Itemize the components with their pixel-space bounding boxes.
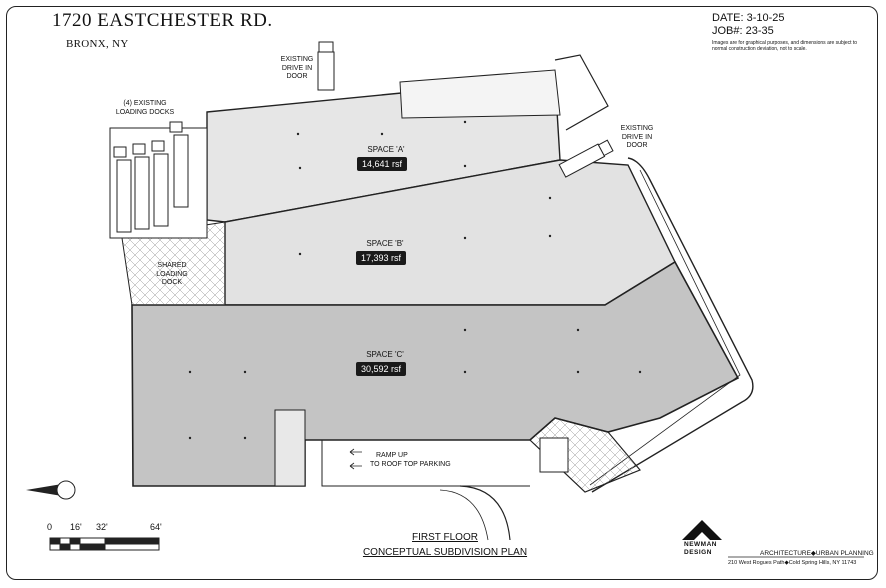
loading-docks (113, 121, 189, 233)
scale-label-16: 16' (70, 522, 82, 532)
firm-name-1: NEWMAN (684, 541, 717, 548)
ramp-curve (459, 485, 511, 541)
plan-title-line2: CONCEPTUAL SUBDIVISION PLAN (362, 547, 528, 558)
scale-label-32: 32' (96, 522, 108, 532)
scale-label-0: 0 (47, 522, 53, 532)
space-a-label: SPACE 'A' (367, 145, 405, 154)
job-number: JOB#: 23-35 (712, 25, 774, 37)
north-arrow-icon (26, 480, 76, 500)
graphic-scale (49, 537, 160, 551)
city-label: BRONX, NY (66, 38, 129, 50)
firm-address: 210 West Rogues Path◆Cold Spring Hills, … (728, 560, 857, 566)
ramp-arrows (349, 448, 362, 470)
truck-icon-1 (317, 41, 335, 91)
space-b-area-tag: 17,393 rsf (356, 251, 407, 265)
space-c-label: SPACE 'C' (366, 350, 404, 359)
space-a-area-tag: 14,641 rsf (357, 157, 408, 171)
space-b-label: SPACE 'B' (366, 239, 404, 248)
firm-tagline: ARCHITECTURE◆URBAN PLANNING (760, 550, 874, 557)
plan-title-line1: FIRST FLOOR (412, 532, 478, 543)
columns (188, 120, 642, 440)
space-a-offices (399, 69, 561, 119)
firm-logo-icon (682, 520, 722, 540)
left-core (274, 409, 306, 487)
address-title: 1720 EASTCHESTER RD. (52, 10, 273, 31)
date-label: DATE: 3-10-25 (712, 12, 785, 24)
east-driveway (554, 54, 609, 131)
firm-name-2: DESIGN (684, 549, 712, 556)
space-c-area-tag: 30,592 rsf (356, 362, 407, 376)
east-curb (591, 157, 754, 493)
scale-label-64: 64' (150, 522, 162, 532)
drawing-border (6, 6, 878, 580)
entry-core (529, 417, 641, 493)
truck-icon-2 (558, 139, 614, 178)
disclaimer: Images are for graphical purposes, and d… (712, 40, 858, 52)
